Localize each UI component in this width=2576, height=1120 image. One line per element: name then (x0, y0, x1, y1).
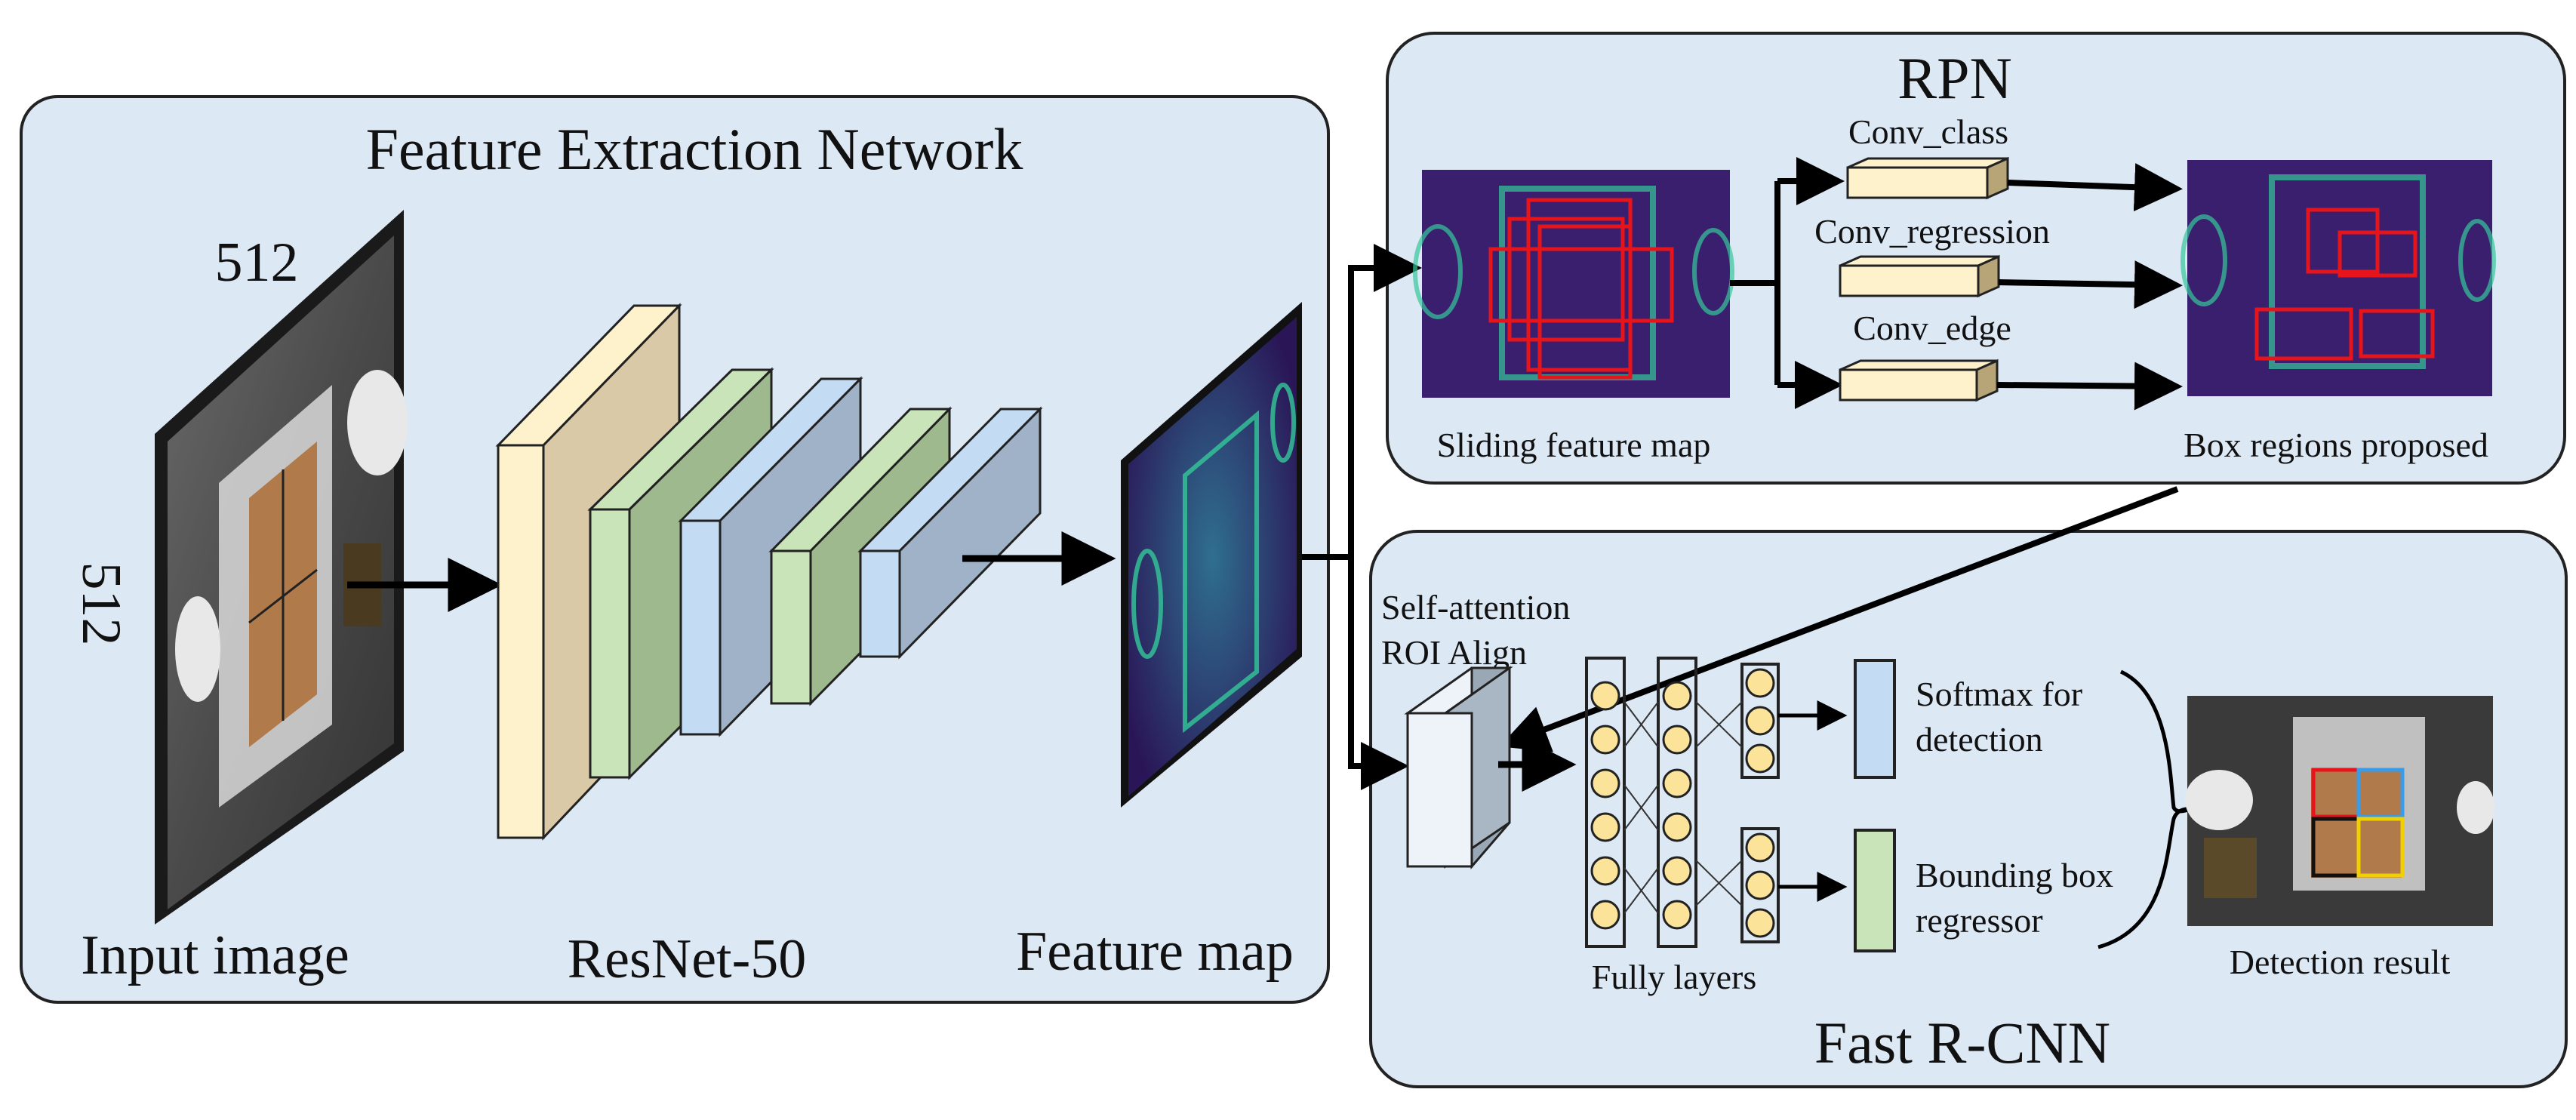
detection-result-image (2185, 696, 2494, 926)
softmax-label-line2: detection (1916, 720, 2043, 758)
feature-map (1121, 302, 1302, 808)
conv-class-block (1846, 156, 2009, 200)
roi-align-block (1404, 666, 1513, 870)
arrow-proposals-to-roi (1499, 486, 2179, 752)
roi-label-line2: ROI Align (1381, 633, 1527, 672)
arrow-conv-regression-out (1998, 260, 2183, 309)
fc-column-2 (1657, 657, 1697, 948)
fc-label: Fully layers (1592, 958, 1756, 996)
input-image (155, 210, 408, 925)
neuron-circle-group-2 (1662, 681, 1692, 930)
feature-extraction-title: Feature Extraction Network (366, 116, 1023, 182)
box-regions-label: Box regions proposed (2184, 426, 2488, 464)
conv-regression-block (1839, 254, 2000, 298)
neuron-circle-group-1 (1590, 681, 1620, 930)
fc-connections (1623, 701, 1743, 914)
connector-to-rpn (1302, 244, 1422, 560)
bbox-label-line1: Bounding box (1916, 856, 2113, 894)
conv-edge-label: Conv_edge (1853, 309, 2011, 347)
dim-height-label: 512 (70, 562, 132, 646)
arrow-conv-edge-out (1996, 362, 2183, 411)
bbox-label-line2: regressor (1916, 901, 2043, 940)
conv-edge-block (1839, 358, 1999, 402)
sliding-feature-map-label: Sliding feature map (1437, 426, 1711, 464)
feature-map-label: Feature map (1016, 921, 1294, 983)
conv-class-label: Conv_class (1848, 112, 2008, 151)
fc-column-1 (1585, 657, 1626, 948)
resnet-layer-5 (857, 406, 1043, 660)
neuron-circle-group-3 (1745, 668, 1775, 938)
arrow-conv-class-out (2007, 163, 2183, 212)
softmax-head (1854, 659, 1896, 779)
bbox-head (1854, 829, 1896, 952)
resnet-label: ResNet-50 (568, 928, 807, 990)
rpn-title: RPN (1897, 45, 2012, 111)
dim-width-label: 512 (215, 232, 299, 294)
box-regions-proposed (2181, 160, 2496, 396)
fc-column-3-top (1740, 663, 1780, 779)
softmax-label-line1: Softmax for (1916, 675, 2082, 713)
fast-rcnn-title: Fast R-CNN (1814, 1010, 2110, 1075)
connector-to-roi (1348, 557, 1409, 790)
fully-connected-layers (1585, 657, 1780, 948)
input-image-label: Input image (81, 925, 349, 986)
roi-label-line1: Self-attention (1381, 588, 1570, 626)
detection-result-label: Detection result (2230, 943, 2451, 981)
sliding-feature-map (1413, 170, 1734, 398)
conv-regression-label: Conv_regression (1814, 212, 2050, 251)
